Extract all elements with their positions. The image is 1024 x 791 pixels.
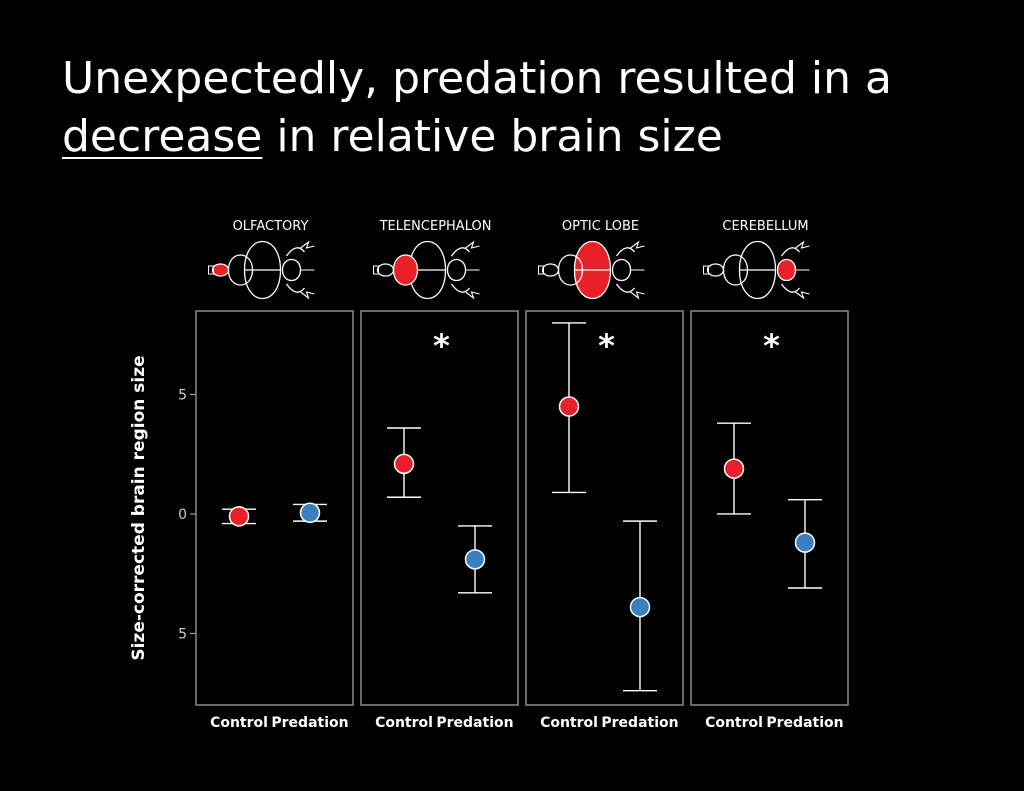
panel-title: TELENCEPHALON bbox=[379, 219, 492, 234]
panel-title: OLFACTORY bbox=[233, 219, 309, 234]
brain-olfactory-bulb bbox=[706, 263, 725, 277]
title-line-2-rest: in relative brain size bbox=[262, 111, 723, 162]
brain-cerebellum bbox=[446, 258, 467, 282]
brain-telencephalon bbox=[227, 254, 254, 286]
brain-hindbrain bbox=[780, 247, 801, 293]
brain-nerve bbox=[538, 265, 544, 275]
brain-cerebellum bbox=[776, 258, 797, 282]
slide-title: Unexpectedly, predation resulted in a dec… bbox=[62, 50, 962, 166]
significance-star: * bbox=[763, 327, 780, 365]
mean-point-predation bbox=[299, 502, 321, 524]
panel-border bbox=[360, 310, 519, 706]
mean-point-control bbox=[723, 458, 745, 479]
mean-point-predation bbox=[629, 596, 651, 618]
brain-nerves bbox=[300, 240, 315, 300]
mean-point-predation bbox=[464, 549, 486, 570]
brain-hindbrain bbox=[285, 247, 306, 293]
significance-star: * bbox=[598, 327, 615, 365]
brain-cerebellum bbox=[281, 258, 302, 282]
significance-star: * bbox=[433, 327, 450, 365]
x-tick-label-control: Control bbox=[210, 715, 268, 731]
panel-title: OPTIC LOBE bbox=[562, 219, 639, 234]
brain-telencephalon bbox=[392, 254, 419, 286]
brain-hindbrain bbox=[615, 247, 636, 293]
x-tick-label-control: Control bbox=[375, 715, 433, 731]
x-tick-label-control: Control bbox=[540, 715, 598, 731]
mean-point-control bbox=[558, 396, 580, 417]
brain-nerves bbox=[465, 240, 480, 300]
x-tick-label-predation: Predation bbox=[766, 715, 843, 731]
brain-nerves bbox=[795, 240, 810, 300]
x-tick-label-predation: Predation bbox=[271, 715, 348, 731]
brain-nerve bbox=[703, 265, 709, 275]
panel-border bbox=[525, 310, 684, 706]
brain-diagram-icon bbox=[703, 240, 810, 300]
brain-hindbrain bbox=[450, 247, 471, 293]
x-tick-label-predation: Predation bbox=[436, 715, 513, 731]
panel-border bbox=[195, 310, 354, 706]
panel-title: CEREBELLUM bbox=[722, 219, 808, 234]
brain-nerve bbox=[208, 265, 214, 275]
brain-olfactory-bulb bbox=[541, 263, 560, 277]
y-tick-label: 5 bbox=[178, 626, 187, 642]
brain-diagram-icon bbox=[538, 240, 645, 300]
x-tick-label-control: Control bbox=[705, 715, 763, 731]
brain-olfactory-bulb bbox=[376, 263, 395, 277]
y-axis-label: Size-corrected brain region size bbox=[129, 355, 149, 660]
mean-point-control bbox=[393, 453, 415, 475]
brain-nerve bbox=[373, 265, 379, 275]
title-line-1: Unexpectedly, predation resulted in a bbox=[62, 53, 892, 104]
brain-telencephalon bbox=[557, 254, 584, 286]
brain-cerebellum bbox=[611, 258, 632, 282]
x-tick-label-predation: Predation bbox=[601, 715, 678, 731]
mean-point-predation bbox=[794, 532, 816, 553]
brain-olfactory-bulb bbox=[211, 263, 230, 277]
panel-border bbox=[690, 310, 849, 706]
brain-telencephalon bbox=[722, 254, 749, 286]
brain-diagram-icon bbox=[208, 240, 315, 300]
brain-nerves bbox=[630, 240, 645, 300]
y-tick-label: 0 bbox=[178, 507, 187, 523]
y-tick-label: 5 bbox=[178, 388, 187, 404]
mean-point-control bbox=[228, 506, 250, 527]
brain-diagram-icon bbox=[373, 240, 480, 300]
title-underlined-word: decrease bbox=[62, 111, 263, 162]
